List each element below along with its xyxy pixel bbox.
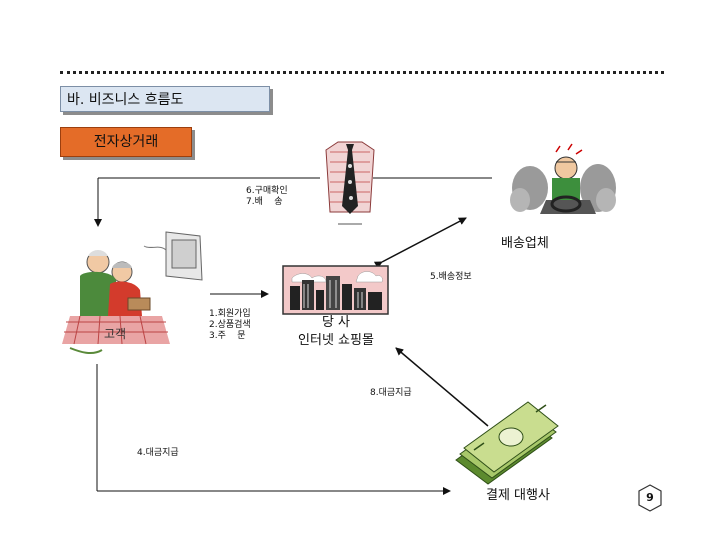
flow-label-payment-from-customer: 4.대금지급 (137, 448, 179, 458)
node-label-payment: 결제 대행사 (486, 488, 550, 503)
flow-arrow-payment-to-shop (395, 347, 489, 427)
page-title: 바. 비즈니스 흐름도 (60, 86, 270, 112)
section-label: 전자상거래 (60, 127, 192, 157)
page-number-badge: 9 (638, 484, 662, 512)
page-number: 9 (646, 491, 654, 504)
node-label-shop: 당 사 인터넷 쇼핑몰 (298, 315, 374, 348)
flow-line-delivery-to-customer (94, 177, 492, 227)
node-label-delivery: 배송업체 (501, 236, 549, 251)
flow-label-payment-to-shop: 8.대금지급 (370, 388, 412, 398)
driver-icon (510, 143, 616, 214)
node-label-customer: 고객 (104, 327, 127, 341)
flow-label-customer-to-shop: 1.회원가입 2.상품검색 3.주 문 (209, 309, 251, 341)
top-divider (60, 71, 664, 74)
city-building-icon (282, 265, 389, 315)
flow-label-delivery-info: 5.배송정보 (430, 272, 472, 282)
shirt-tie-icon (325, 141, 375, 225)
flow-label-purchase-confirm: 6.구매확인 7.배 송 (246, 186, 288, 207)
seniors-computer-icon (62, 231, 203, 355)
flow-arrow-shop-delivery (373, 217, 467, 269)
money-stack-icon (455, 401, 559, 485)
flow-line-customer-to-payment (96, 364, 451, 495)
